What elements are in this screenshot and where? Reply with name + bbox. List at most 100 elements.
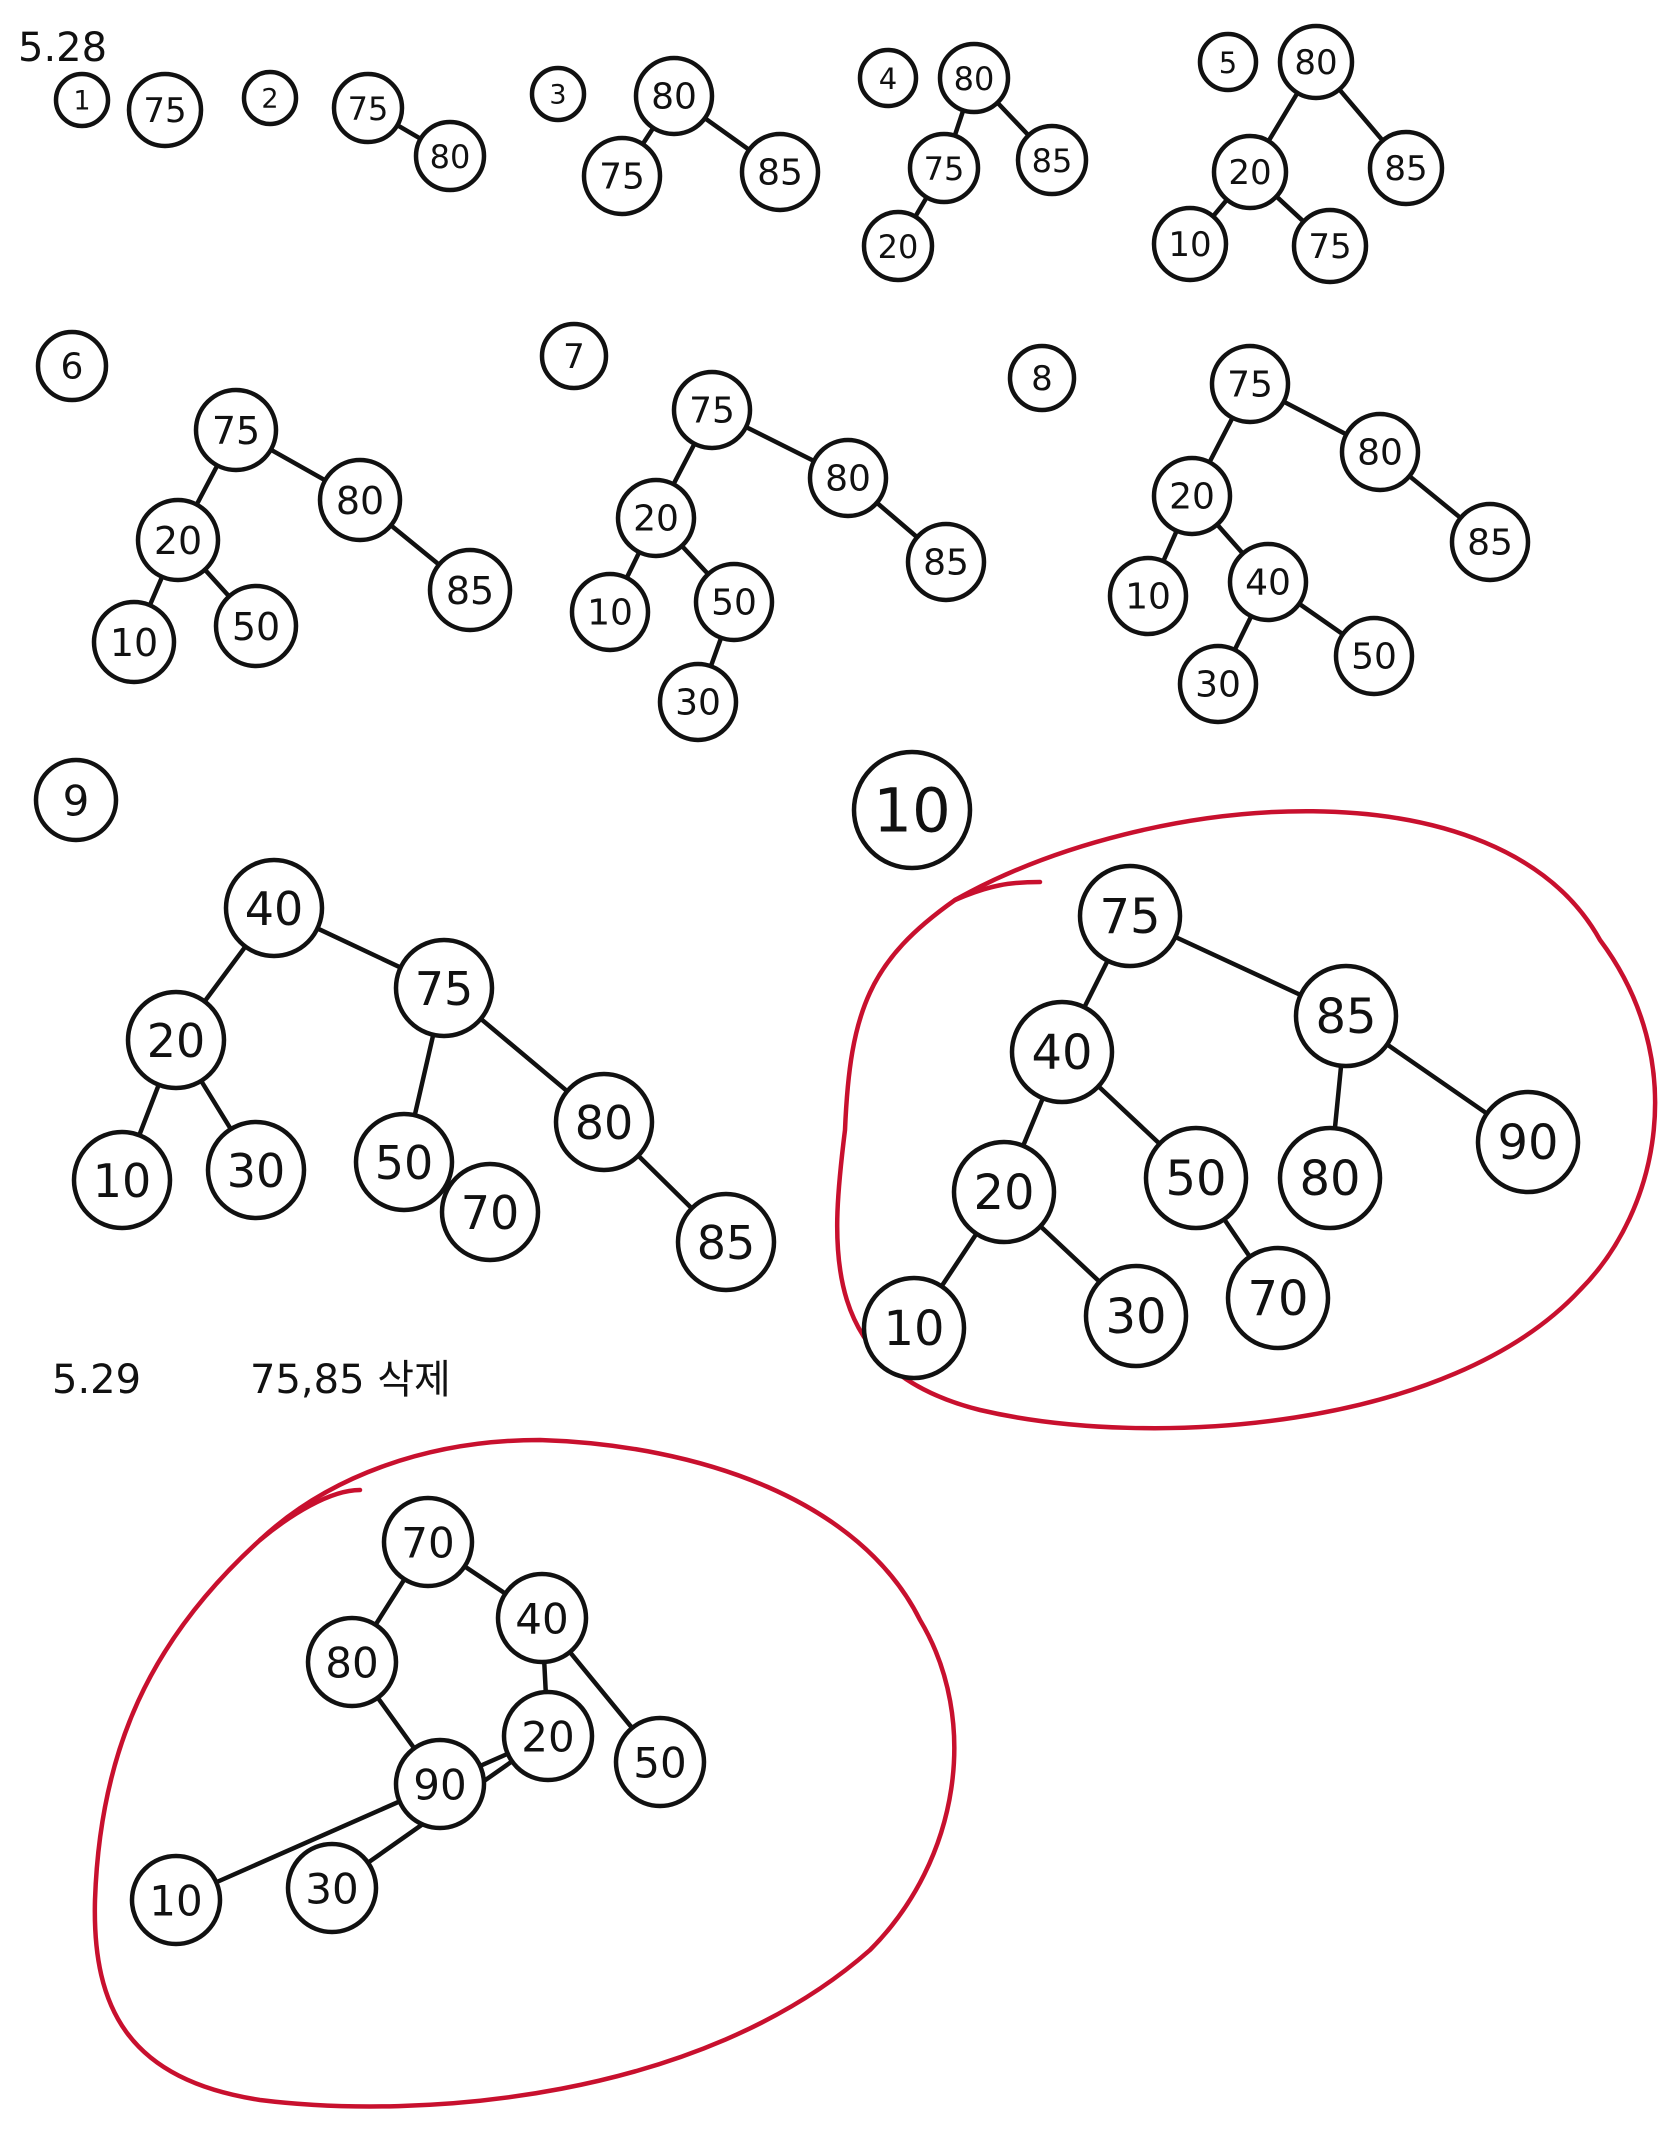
step-8-node-30-label: 30	[1195, 665, 1241, 706]
step-8-edge-75-20	[1207, 415, 1235, 465]
step-10-node-75: 75	[1077, 863, 1183, 969]
step-10-node-75-circle	[1077, 863, 1183, 969]
step-8-node-75: 75	[1209, 343, 1291, 425]
step-8-edge-75-80	[1281, 399, 1349, 437]
step-8-node-10-circle	[1107, 555, 1189, 637]
problem-5-29-node-50-label: 50	[633, 1739, 686, 1788]
step-9-node-30: 30	[205, 1119, 307, 1221]
step-6-edge-20-50	[202, 567, 232, 599]
step-6-edge-75-20	[194, 463, 220, 507]
step-10-node-80-circle	[1277, 1125, 1383, 1231]
step-6-node-80-circle	[317, 457, 403, 543]
step-10-node-90: 90	[1475, 1089, 1581, 1195]
step-4-node-85: 85	[1015, 123, 1089, 197]
step-9-node-75-label: 75	[415, 962, 474, 1016]
step-4-number-label: 4	[879, 62, 897, 96]
step-9-node-20: 20	[125, 989, 227, 1091]
step-5-edge-80-20	[1266, 90, 1300, 144]
step-10-node-30: 30	[1083, 1263, 1189, 1369]
step-10-node-80: 80	[1277, 1125, 1383, 1231]
step-5-node-10: 10	[1151, 205, 1229, 283]
step-10-node-85: 85	[1293, 963, 1399, 1069]
step-10-node-70-circle	[1225, 1245, 1331, 1351]
step-6-node-85-label: 85	[446, 569, 494, 613]
step-6-node-10: 10	[91, 599, 177, 685]
step-7-edge-20-10	[624, 549, 642, 581]
step-9-node-80: 80	[553, 1071, 655, 1173]
step-8-node-50-circle	[1333, 615, 1415, 697]
step-8-node-20-label: 20	[1169, 477, 1215, 518]
step-10-node-80-label: 80	[1299, 1151, 1360, 1207]
step-2-number-label: 2	[261, 84, 278, 115]
step-10-edge-85-90	[1384, 1042, 1490, 1116]
tree-edges	[137, 87, 1490, 1885]
step-9-edge-20-30	[198, 1078, 234, 1132]
step-9-node-80-label: 80	[575, 1096, 634, 1150]
step-10-edge-75-85	[1173, 934, 1303, 998]
step-8-node-30-circle	[1177, 643, 1259, 725]
step-10-number-circle	[851, 749, 973, 871]
step-5-number-circle	[1197, 31, 1259, 93]
step-7-node-85-label: 85	[923, 543, 969, 584]
step-6-node-20-label: 20	[154, 519, 202, 563]
step-5-edge-80-85	[1337, 87, 1385, 143]
step-6-number-circle	[35, 329, 109, 403]
step-8-node-50-label: 50	[1351, 637, 1397, 678]
step-7-node-50-label: 50	[711, 583, 757, 624]
step-3-node-75-circle	[581, 135, 663, 217]
step-2-number-circle	[241, 69, 299, 127]
step-9-node-75: 75	[393, 937, 495, 1039]
step-10-number: 10	[851, 749, 973, 871]
step-8-node-40: 40	[1227, 541, 1309, 623]
step-9-edge-40-20	[202, 944, 248, 1004]
step-5-number: 5	[1197, 31, 1259, 93]
step-5-node-75-circle	[1291, 207, 1369, 285]
step-9-node-70-label: 70	[461, 1186, 520, 1240]
step-9-number-label: 9	[63, 777, 90, 826]
problem-5-29-node-50-circle	[613, 1715, 707, 1809]
step-4-node-20-circle	[861, 209, 935, 283]
step-7-number-circle	[539, 321, 609, 391]
step-2-node-80: 80	[413, 119, 487, 193]
step-7-edge-20-50	[679, 543, 711, 577]
step-3-node-80-label: 80	[651, 77, 697, 118]
step-5-node-10-label: 10	[1168, 225, 1211, 265]
problem-5-29-node-70: 70	[381, 1495, 475, 1589]
step-7-node-80: 80	[807, 437, 889, 519]
step-9-node-20-circle	[125, 989, 227, 1091]
problem-5-29-note: 75,85 삭제	[250, 1357, 451, 1403]
step-9-number: 9	[33, 757, 119, 843]
step-5-edge-20-75	[1274, 194, 1306, 224]
step-7-node-30-label: 30	[675, 683, 721, 724]
step-8-node-20-circle	[1151, 455, 1233, 537]
step-1-number-circle	[53, 71, 111, 129]
step-7-node-85: 85	[905, 521, 987, 603]
step-2-node-80-label: 80	[430, 138, 471, 176]
step-8-edge-20-10	[1161, 528, 1179, 564]
step-2-node-75-label: 75	[348, 90, 389, 128]
step-3-node-85: 85	[739, 131, 821, 213]
step-7-node-50: 50	[693, 561, 775, 643]
step-10-edge-40-20	[1020, 1095, 1046, 1149]
step-4-edge-80-85	[995, 100, 1031, 138]
step-7-node-50-circle	[693, 561, 775, 643]
problem-5-29-edge-40-50	[567, 1649, 635, 1731]
step-10-node-75-label: 75	[1099, 889, 1160, 945]
step-9-node-40-label: 40	[245, 882, 304, 936]
step-5-node-85-label: 85	[1384, 149, 1427, 189]
step-5-node-75: 75	[1291, 207, 1369, 285]
step-7-node-10-label: 10	[587, 593, 633, 634]
step-3-node-80-circle	[633, 55, 715, 137]
step-7-node-80-circle	[807, 437, 889, 519]
step-7-edge-50-30	[708, 635, 724, 669]
problem-5-29-node-80: 80	[305, 1615, 399, 1709]
step-6-node-10-circle	[91, 599, 177, 685]
step-5-node-85-circle	[1367, 129, 1445, 207]
step-8-node-75-circle	[1209, 343, 1291, 425]
step-8-number-label: 8	[1031, 359, 1053, 399]
step-8-node-30: 30	[1177, 643, 1259, 725]
step-10-node-50-circle	[1143, 1125, 1249, 1231]
problem-5-29-node-70-circle	[381, 1495, 475, 1589]
step-2-number: 2	[241, 69, 299, 127]
